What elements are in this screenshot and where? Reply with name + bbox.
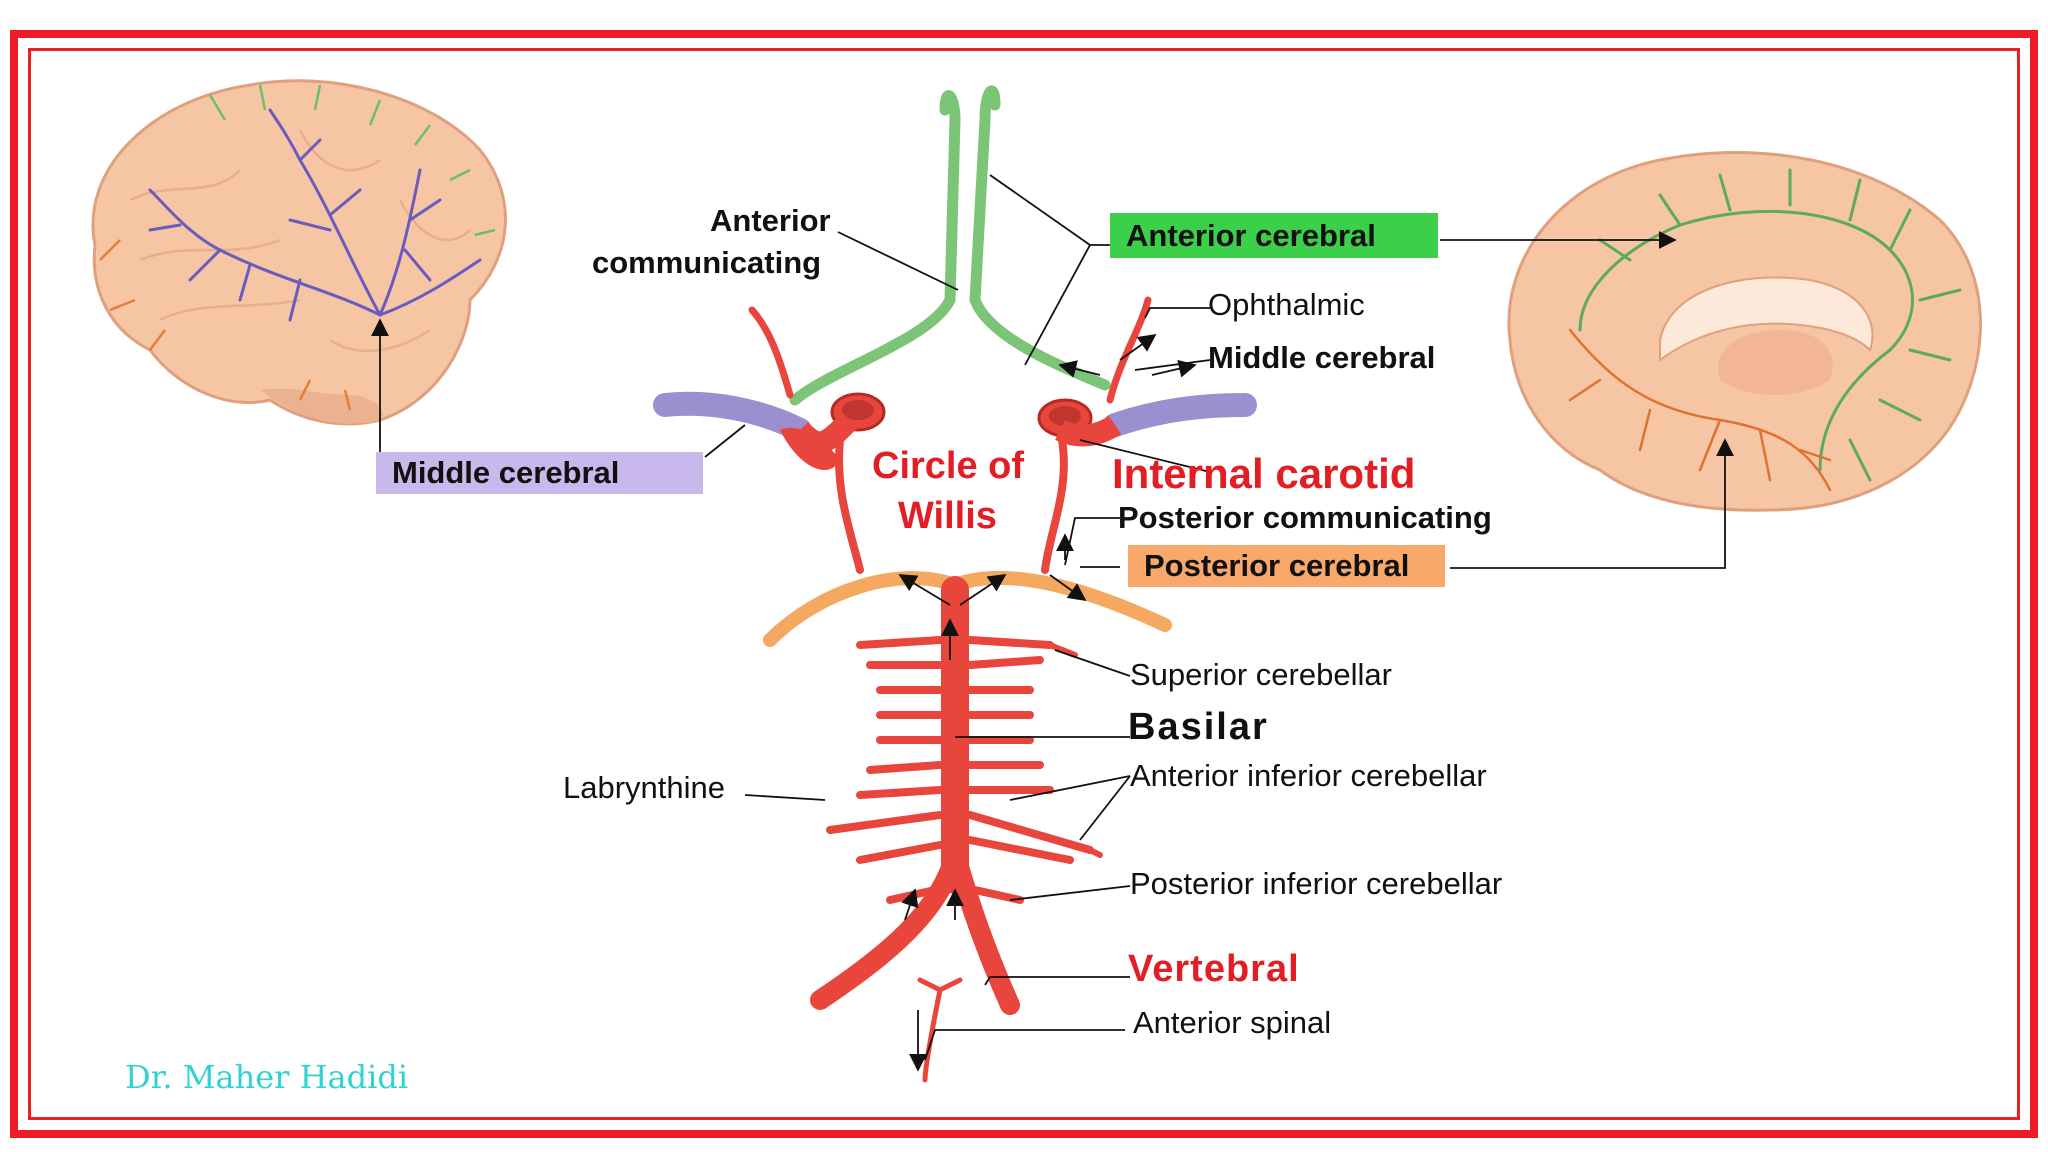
label-anterior-cerebral: Anterior cerebral xyxy=(1126,217,1376,253)
lateral-brain-illustration xyxy=(91,79,507,426)
label-anterior-communicating-line1: Anterior xyxy=(710,203,831,238)
middle-cerebral-box: Middle cerebral xyxy=(376,452,703,494)
author-watermark: Dr. Maher Hadidi xyxy=(125,1058,409,1096)
label-vertebral: Vertebral xyxy=(1128,948,1300,990)
label-posterior-communicating: Posterior communicating xyxy=(1118,500,1492,535)
label-basilar: Basilar xyxy=(1128,706,1269,748)
internal-carotid-arteries xyxy=(780,392,1122,470)
label-anterior-spinal: Anterior spinal xyxy=(1133,1005,1332,1040)
middle-cerebral-arteries xyxy=(653,391,1257,442)
leader-lines xyxy=(371,174,1734,1072)
label-middle-cerebral-left: Middle cerebral xyxy=(392,455,620,490)
label-anterior-inferior-cerebellar: Anterior inferior cerebellar xyxy=(1130,758,1487,793)
label-posterior-inferior-cerebellar: Posterior inferior cerebellar xyxy=(1130,866,1503,901)
label-ophthalmic: Ophthalmic xyxy=(1208,287,1365,322)
posterior-communicating-arteries xyxy=(835,436,1068,574)
ophthalmic-arteries xyxy=(748,296,1152,404)
basilar-system xyxy=(810,576,1103,1083)
medial-brain-illustration xyxy=(1507,151,1982,512)
label-superior-cerebellar: Superior cerebellar xyxy=(1130,657,1392,692)
label-labrynthine: Labrynthine xyxy=(563,770,726,805)
label-anterior-communicating-line2: communicating xyxy=(592,245,822,280)
anterior-cerebral-arteries xyxy=(789,85,1111,406)
posterior-cerebral-arteries xyxy=(763,570,1172,647)
label-posterior-cerebral: Posterior cerebral xyxy=(1144,548,1410,583)
label-internal-carotid: Internal carotid xyxy=(1112,450,1416,497)
anterior-cerebral-box: Anterior cerebral xyxy=(1110,213,1438,258)
slide-inner-border xyxy=(28,48,2020,1120)
label-circle-of-willis-line1: Circle of xyxy=(872,445,1025,487)
label-middle-cerebral-right: Middle cerebral xyxy=(1208,340,1436,375)
posterior-cerebral-box: Posterior cerebral xyxy=(1128,545,1445,587)
label-circle-of-willis-line2: Willis xyxy=(898,495,997,537)
